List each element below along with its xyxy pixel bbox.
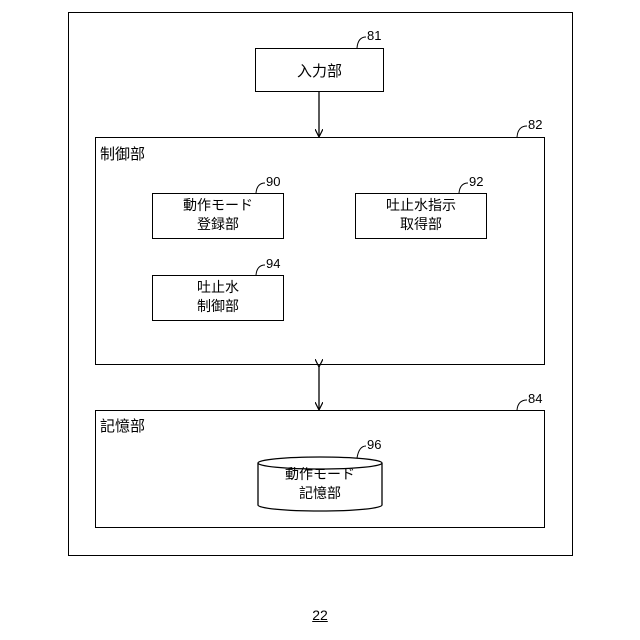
control-unit-box [95,137,545,365]
storage-unit-ref: 84 [528,392,542,406]
spout-water-control-ref: 94 [266,257,280,271]
input-unit-ref: 81 [367,29,381,43]
operation-mode-storage-line1: 動作モード [258,466,382,485]
spout-water-control-box: 吐止水 制御部 [152,275,284,321]
figure-number: 22 [305,607,335,623]
operation-mode-registration-line1: 動作モード [183,197,253,216]
control-unit-ref: 82 [528,118,542,132]
spout-water-instruction-acquisition-line1: 吐止水指示 [386,197,456,216]
operation-mode-registration-box: 動作モード 登録部 [152,193,284,239]
operation-mode-storage-line2: 記憶部 [258,485,382,504]
operation-mode-storage-ref: 96 [367,438,381,452]
spout-water-instruction-acquisition-ref: 92 [469,175,483,189]
spout-water-control-line1: 吐止水 [197,279,239,298]
spout-water-instruction-acquisition-box: 吐止水指示 取得部 [355,193,487,239]
control-unit-label: 制御部 [100,146,145,162]
spout-water-control-line2: 制御部 [197,298,239,317]
operation-mode-registration-ref: 90 [266,175,280,189]
input-unit-box: 入力部 [255,48,384,92]
spout-water-instruction-acquisition-line2: 取得部 [400,216,442,235]
input-unit-label: 入力部 [297,60,342,81]
operation-mode-storage-text: 動作モード 記憶部 [258,466,382,504]
storage-unit-label: 記憶部 [100,418,145,434]
operation-mode-registration-line2: 登録部 [197,216,239,235]
